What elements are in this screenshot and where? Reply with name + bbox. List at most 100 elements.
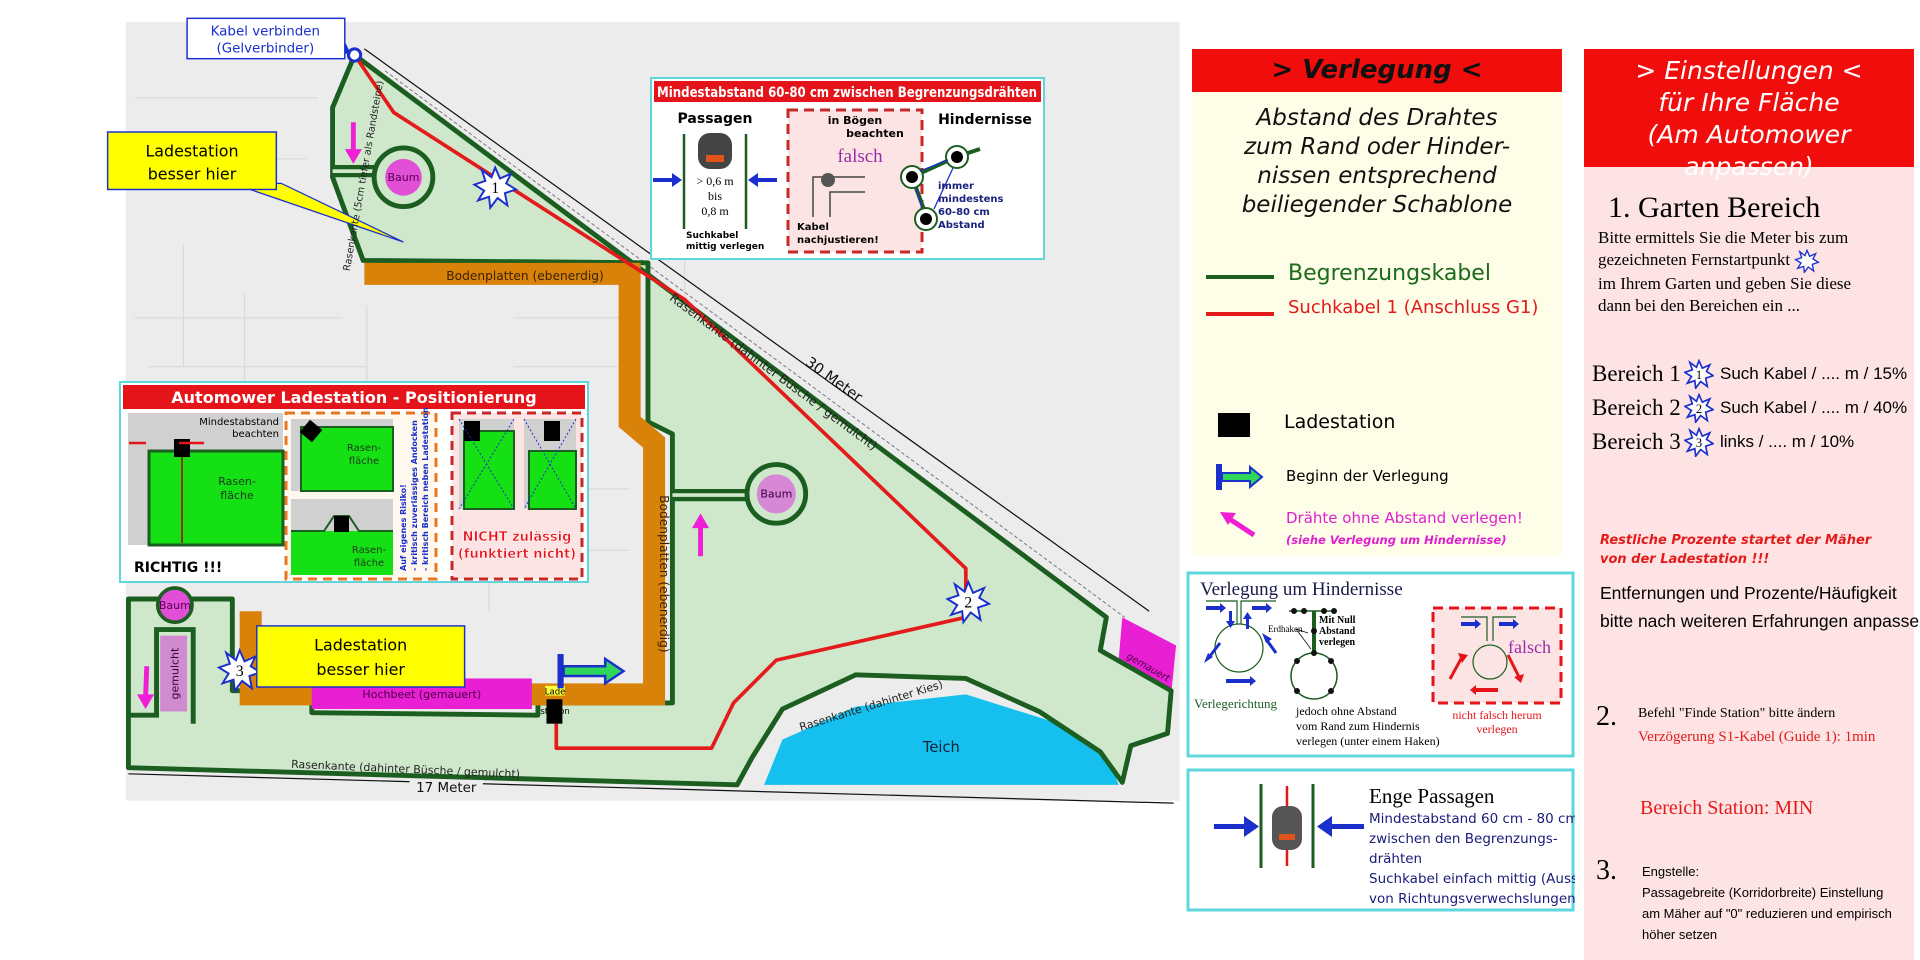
settings-header-3: (Am Automower anpassen): [1647, 120, 1851, 181]
adjust-line1: Entfernungen und Prozente/Häufigkeit: [1600, 583, 1897, 603]
connector-callout: [186, 17, 346, 60]
obstacles-note-4: Abstand: [938, 220, 985, 231]
lawn-label-2: fläche: [220, 489, 254, 502]
obstacles-box: Verlegung um Hindernisse Verlegerichtung…: [1186, 571, 1575, 758]
risk-note-3: - kritisch Bereich neben Ladestation: [421, 407, 430, 571]
area-2-star-icon: 2: [1684, 393, 1714, 423]
connector-callout-line1: Kabel verbinden: [211, 24, 320, 39]
legend-panel: > Verlegung < Abstand des Drahtes zum Ra…: [1192, 49, 1562, 556]
lawn-label-6: fläche: [354, 558, 384, 569]
section1-line4: dann bei den Bereichen ein ...: [1598, 296, 1801, 316]
settings-header: > Einstellungen < für Ihre Fläche (Am Au…: [1584, 49, 1914, 181]
min-distance-2: beachten: [232, 429, 279, 440]
area-3-value: links / .... m / 10%: [1720, 432, 1855, 451]
section2-delay: Verzögerung S1-Kabel (Guide 1): 1min: [1638, 729, 1876, 745]
fence-line: [384, 70, 1126, 618]
settings-header-1: > Einstellungen <: [1635, 56, 1863, 85]
svg-text:3: 3: [1696, 436, 1702, 450]
area-1-label: Bereich 1: [1592, 361, 1681, 386]
wrong-note-2: verlegen: [1476, 722, 1517, 736]
mulch-label: gemulcht: [169, 647, 182, 700]
legend-start: Beginn der Verlegung: [1286, 467, 1449, 485]
start-marker-icon: [557, 654, 626, 689]
arrow-inward-icon: [653, 173, 777, 187]
legend-charging-station: Ladestation: [1284, 411, 1396, 433]
area-3-star-icon: 3: [1684, 427, 1714, 457]
callout-bottom: [256, 625, 466, 688]
section2-number: 2.: [1596, 701, 1617, 732]
station-label-1: Lade: [545, 687, 566, 697]
dimension-line-30m: [363, 48, 1150, 612]
obstacles-note-3: verlegen (unter einem Haken): [1296, 734, 1440, 748]
direction-label: Verlegerichtung: [1194, 696, 1278, 711]
legend-intro-4: beiliegender Schablone: [1241, 192, 1513, 218]
obstacles-note-1: immer: [938, 181, 974, 192]
obstacles-icon: [900, 145, 981, 231]
section3-line4: höher setzen: [1642, 927, 1718, 942]
remote-start-1-icon: 1: [473, 166, 517, 209]
remaining-line1: Restliche Prozente startet der Mäher: [1600, 533, 1872, 548]
narrow-line-2: zwischen den Begrenzungs-: [1369, 831, 1558, 847]
section1-line1: Bitte ermittels Sie die Meter bis zum: [1598, 228, 1849, 247]
section3-number: 3.: [1596, 855, 1617, 886]
legend-header: > Verlegung <: [1192, 49, 1562, 92]
station-correct-icon: [174, 439, 190, 457]
callout-top-line1: Ladestation: [145, 141, 238, 160]
area-row-3: Bereich 3 3 links / .... m / 10%: [1592, 425, 1907, 459]
obstacles-note-2: mindestens: [938, 194, 1004, 205]
charging-station-icon: [1218, 413, 1250, 437]
svg-text:2: 2: [964, 595, 972, 612]
passages-title: Passagen: [678, 111, 753, 127]
tree3-label: Baum: [159, 599, 191, 612]
legend-boundary-wire: Begrenzungskabel: [1288, 261, 1491, 286]
settings-header-2: für Ihre Fläche: [1658, 88, 1840, 117]
callout-top-line2: besser hier: [148, 165, 237, 184]
curves-title-1: in Bögen: [828, 114, 883, 127]
inset-station-title: Automower Ladestation - Positionierung: [171, 388, 536, 407]
passages-note-2: mittig verlegen: [686, 242, 764, 252]
mulch-loop-wire: [128, 627, 196, 724]
area-row-1: Bereich 1 1 Such Kabel / .... m / 15%: [1592, 357, 1907, 391]
obstacle-routing-peg-icon: [1289, 608, 1338, 700]
settings-panel: > Einstellungen < für Ihre Fläche (Am Au…: [1584, 49, 1920, 960]
guide-wire-swatch: [1206, 312, 1274, 316]
legend-no-gap-note: (siehe Verlegung um Hindernisse): [1286, 533, 1507, 547]
section3-line3: am Mäher auf "0" reduzieren und empirisc…: [1642, 906, 1892, 921]
area-1-value: Such Kabel / .... m / 15%: [1720, 364, 1908, 383]
area-2-value: Such Kabel / .... m / 40%: [1720, 398, 1908, 417]
not-allowed-1: NICHT zulässig: [463, 530, 572, 545]
legend-guide-wire: Suchkabel 1 (Anschluss G1): [1288, 297, 1539, 318]
inset-spacing-title: Mindestabstand 60-80 cm zwischen Begrenz…: [657, 85, 1037, 101]
zero-gap-2: Abstand: [1319, 626, 1356, 637]
dimension-17m-label: 17 Meter: [416, 781, 477, 796]
legend-intro-2: zum Rand oder Hinder-: [1243, 134, 1511, 160]
legend-intro-3: nissen entsprechend: [1257, 163, 1497, 189]
narrow-passages-box: Enge Passagen Mindestabstand 60 cm - 80 …: [1186, 768, 1575, 912]
remote-start-3-icon: 3: [217, 649, 262, 692]
obstacle-routing-correct-icon: [1204, 600, 1278, 686]
pond: [764, 694, 1119, 785]
lawn-label-1: Rasen-: [218, 475, 256, 488]
lawn-label-3: Rasen-: [347, 443, 382, 454]
min-distance-1: Mindestabstand: [199, 417, 279, 428]
dimension-line-17m: [128, 773, 1174, 804]
tree1: [385, 158, 422, 196]
area-3-label: Bereich 3: [1592, 429, 1681, 454]
legend-no-gap: Drähte ohne Abstand verlegen!: [1286, 509, 1523, 527]
narrow-line-3: drähten: [1369, 851, 1422, 867]
obstacles-note-3: 60-80 cm: [938, 207, 990, 218]
no-gap-arrow-icon: [136, 122, 710, 710]
inset-station: Automower Ladestation - Positionierung M…: [119, 381, 589, 583]
zero-gap-3: verlegen: [1319, 637, 1356, 648]
svg-text:1: 1: [1696, 368, 1702, 382]
section1-title: 1. Garten Bereich: [1608, 191, 1821, 224]
lawn-label-5: Rasen-: [352, 545, 387, 556]
tree2-label: Baum: [760, 488, 792, 501]
tree2: [756, 474, 796, 514]
callout-top: [106, 131, 278, 191]
risk-note-2: - kritisch zuverlässiges Andocken: [410, 420, 419, 571]
section1-line2: gezeichneten Fernstartpunkt: [1598, 250, 1791, 269]
start-marker-icon: [1216, 464, 1264, 490]
legend-intro-1: Abstand des Drahtes: [1256, 105, 1498, 131]
wrong-note-1: nicht falsch herum: [1452, 708, 1542, 722]
